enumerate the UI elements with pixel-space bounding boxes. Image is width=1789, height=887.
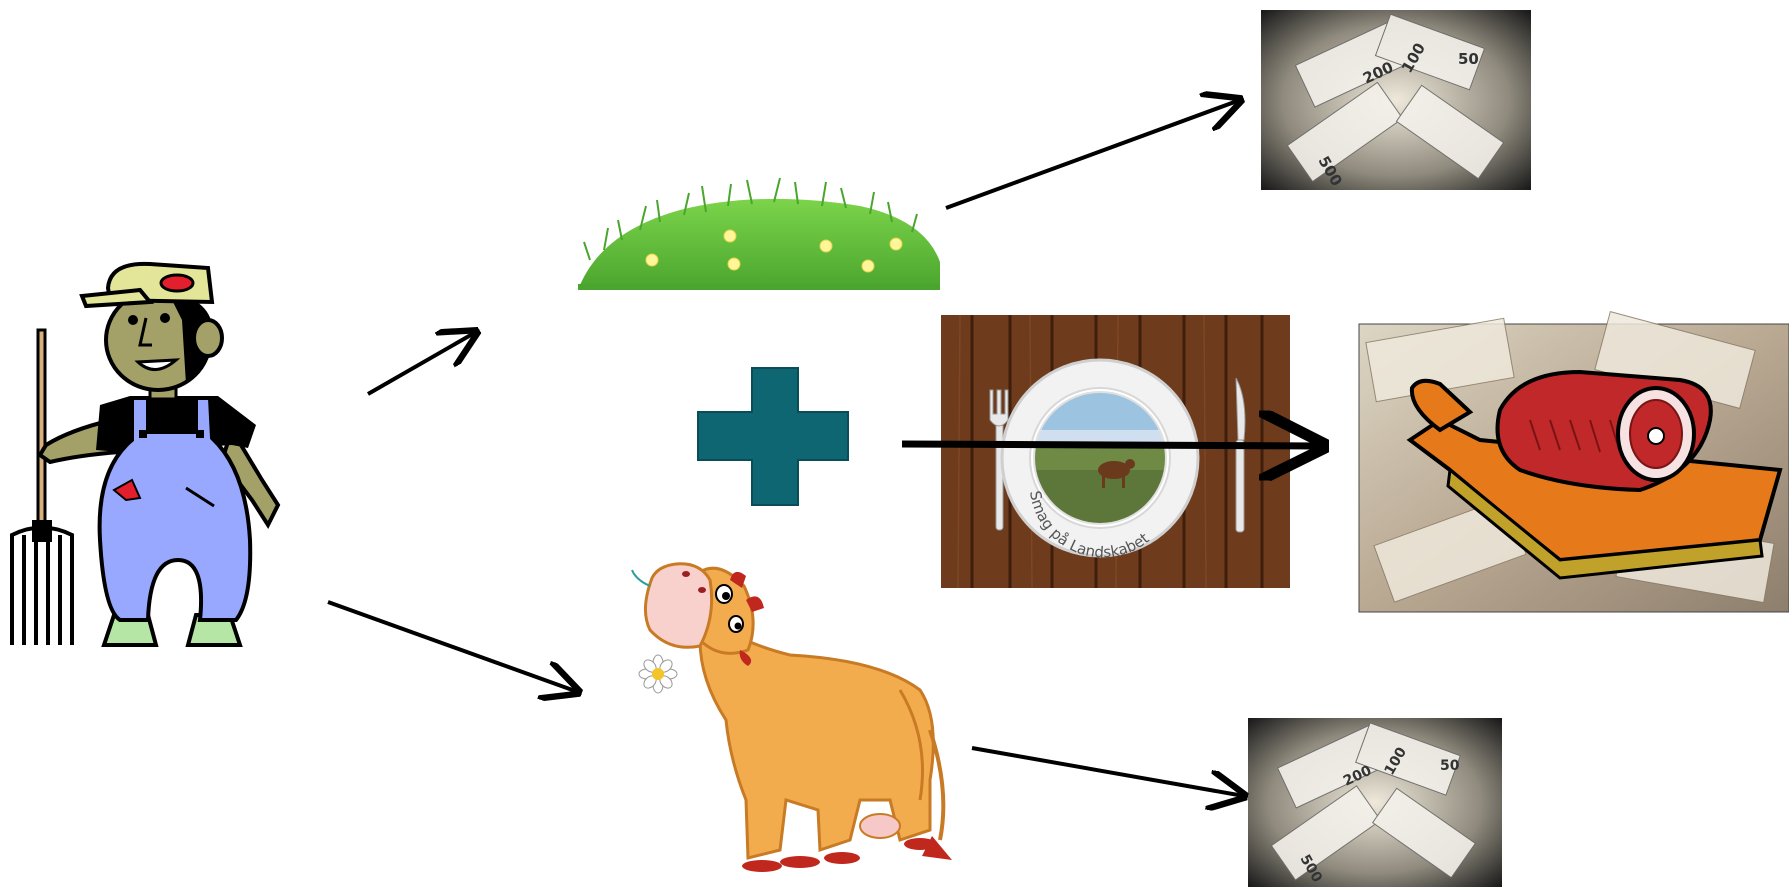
arrow-cow-to-money (972, 748, 1244, 796)
meat-on-money-icon (1359, 312, 1789, 612)
money-icon: 50 200 100 500 (1261, 10, 1531, 190)
arrow-farmer-to-cow (328, 602, 578, 692)
money-print: 50 (1440, 758, 1460, 774)
plus-icon (698, 368, 848, 505)
arrow-farmer-to-grass (368, 332, 476, 394)
cow-icon (632, 564, 952, 872)
money-print: 50 (1458, 50, 1479, 68)
arrow-grass-to-money (946, 100, 1240, 208)
grass-icon (578, 178, 940, 290)
daisy-icon (639, 655, 677, 693)
farmer-icon (12, 264, 278, 645)
plate-icon: Smag på Landskabet (941, 315, 1290, 588)
arrow-plate-to-meat (902, 444, 1322, 446)
money-icon: 50 200 100 500 (1248, 718, 1502, 887)
